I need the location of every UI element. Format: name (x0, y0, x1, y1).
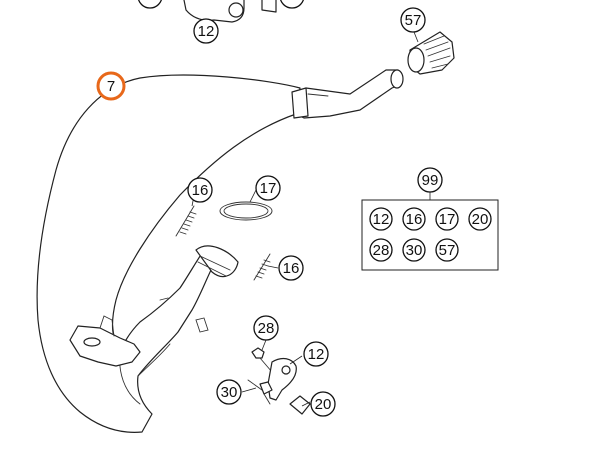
kit-item-16: 16 (402, 207, 426, 231)
svg-text:12: 12 (373, 211, 390, 228)
callout-16-lower: 16 (278, 255, 304, 281)
svg-text:28: 28 (258, 320, 275, 337)
svg-text:28: 28 (373, 242, 390, 259)
callout-12-top: 12 (193, 18, 219, 44)
svg-text:30: 30 (406, 242, 423, 259)
kit-item-28: 28 (369, 238, 393, 262)
svg-text:17: 17 (439, 211, 456, 228)
svg-text:20: 20 (315, 396, 332, 413)
callout-30: 30 (216, 379, 242, 405)
svg-text:99: 99 (422, 172, 439, 189)
damper-sleeve-57 (407, 31, 455, 75)
svg-text:17: 17 (260, 180, 277, 197)
svg-text:16: 16 (192, 182, 209, 199)
callout-7: 7 (96, 71, 126, 101)
exhaust-pipe-shape (36, 69, 404, 433)
kit-item-12: 12 (369, 207, 393, 231)
svg-text:12: 12 (198, 23, 215, 40)
callout-99: 99 (417, 167, 443, 193)
svg-text:16: 16 (406, 211, 423, 228)
callout-12-lower: 12 (303, 341, 329, 367)
kit-item-30: 30 (402, 238, 426, 262)
mounting-hardware (247, 347, 311, 415)
top-cut-parts (137, 0, 305, 23)
svg-text:12: 12 (308, 346, 325, 363)
kit-item-17: 17 (435, 207, 459, 231)
svg-text:7: 7 (107, 78, 115, 95)
callout-16-upper: 16 (187, 177, 213, 203)
svg-text:30: 30 (221, 384, 238, 401)
svg-text:20: 20 (472, 211, 489, 228)
kit-item-57: 57 (435, 238, 459, 262)
callout-17: 17 (255, 175, 281, 201)
spring-16a (175, 205, 197, 237)
callout-20: 20 (310, 391, 336, 417)
o-ring-17 (219, 201, 273, 221)
kit-item-20: 20 (468, 207, 492, 231)
callout-57: 57 (400, 7, 426, 33)
svg-text:57: 57 (405, 12, 422, 29)
svg-text:16: 16 (283, 260, 300, 277)
callout-28: 28 (253, 315, 279, 341)
spring-16b (253, 253, 271, 281)
svg-text:57: 57 (439, 242, 456, 259)
